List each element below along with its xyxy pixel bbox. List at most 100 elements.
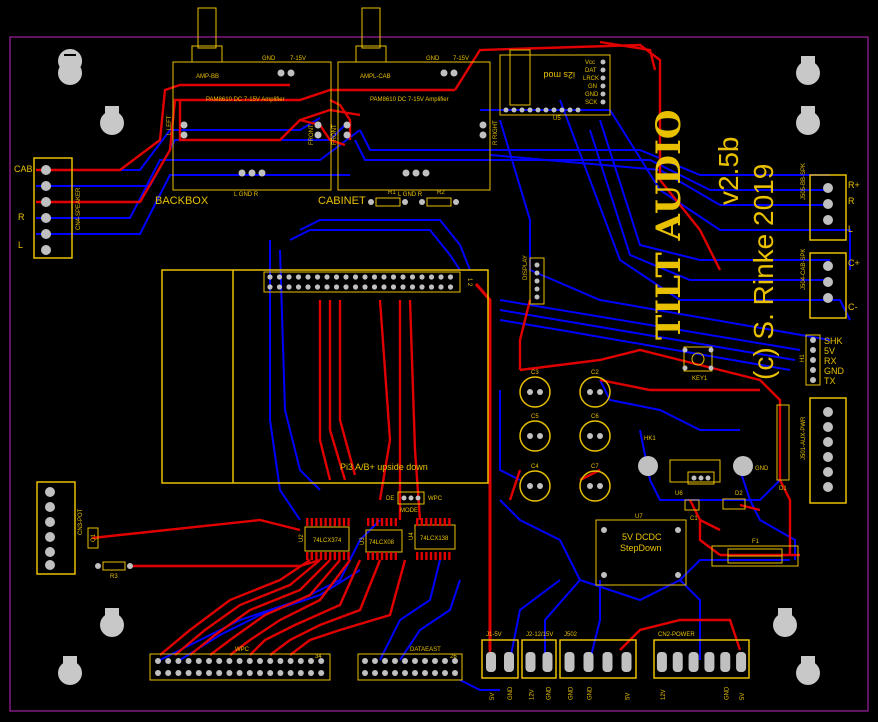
i2s-pin-lrck: LRCK bbox=[583, 76, 599, 82]
power-traces bbox=[474, 283, 492, 650]
i2s-pin-sck: SCK bbox=[585, 100, 597, 106]
u2-name: 74LCX374 bbox=[313, 538, 342, 544]
j1-pin-label: 5V bbox=[490, 693, 496, 700]
amp-cab-module: AMPL-CAB GND 7-15V PAM8610 DC 7-15V Ampl… bbox=[318, 7, 499, 207]
r2-label: R2 bbox=[437, 190, 445, 196]
cab-spk-cminus: C- bbox=[848, 302, 858, 312]
u6-label: U6 bbox=[675, 491, 683, 497]
i2s-title: i2s mod bbox=[543, 70, 575, 80]
mounting-holes bbox=[58, 49, 820, 685]
bb-spk-connector: J505-BB-SPK R+ R L bbox=[801, 163, 860, 241]
amp-bb-front-label: FRONT bbox=[309, 124, 315, 145]
wpc-header: WPC 34 bbox=[149, 647, 331, 681]
bb-spk-r: R bbox=[848, 196, 855, 206]
dcdc-sub: StepDown bbox=[620, 543, 662, 553]
display-label: DISPLAY bbox=[523, 255, 529, 280]
amp-cab-bottom-pins: L GND R bbox=[398, 192, 423, 198]
speaker-cab: CAB bbox=[14, 164, 33, 174]
hk1-label: HK1 bbox=[644, 436, 656, 442]
logo: TILT AUDIO bbox=[649, 109, 689, 340]
u7-label: U7 bbox=[635, 514, 643, 520]
serial-5v: 5V bbox=[824, 346, 835, 356]
i2s-module: i2s mod U5 Vcc DAT LRCK GN GND SCK bbox=[499, 49, 611, 122]
amp-bb-potentiometer bbox=[197, 7, 217, 49]
chip-u3: 74LCX08 U3 bbox=[360, 529, 403, 553]
cn2-pin-label: 5V bbox=[740, 693, 746, 700]
dcdc-module: U7 5V DCDC StepDown bbox=[595, 514, 687, 586]
bb-spk-rplus: R+ bbox=[848, 180, 860, 190]
serial-rx: RX bbox=[824, 356, 837, 366]
pi-title: Pi3 A/B+ upside down bbox=[340, 462, 428, 472]
amp-cab-front-label: FRONT bbox=[332, 124, 338, 145]
gnd-label: GND bbox=[755, 466, 769, 472]
c1-label: C1 bbox=[690, 516, 698, 522]
serial-tx: TX bbox=[824, 376, 836, 386]
serial-gnd: GND bbox=[824, 366, 845, 376]
amp-bb-title: AMP-BB bbox=[196, 74, 219, 80]
wpc-num: 34 bbox=[315, 654, 322, 660]
mode-wpc-label: WPC bbox=[428, 496, 443, 502]
capacitor: C4 bbox=[519, 464, 551, 502]
amp-bb-vin-label: 7-15V bbox=[290, 56, 306, 62]
capacitor: C2 bbox=[579, 370, 611, 408]
amp-cab-subtitle: PAM8610 DC 7-15V Amplifier bbox=[370, 97, 449, 103]
cabinet-label: CABINET bbox=[318, 195, 366, 207]
aux-pwr-title: J501-AUX-PWR bbox=[801, 416, 807, 460]
q1-label: Q1 bbox=[91, 533, 97, 542]
speaker-connector: CN4-SPEAKER CAB R L bbox=[14, 157, 82, 259]
raspberry-pi-footprint: 1 2 Pi3 A/B+ upside down bbox=[161, 269, 489, 484]
j502-pin-label: 5V bbox=[626, 693, 632, 700]
j2-pin-label: GND bbox=[547, 686, 553, 700]
resistor-r1: R1 bbox=[368, 190, 408, 207]
j1-pin-label: GND bbox=[508, 686, 514, 700]
mode-de-label: DE bbox=[386, 496, 394, 502]
bottom-copper-traces bbox=[36, 99, 851, 691]
amp-cab-gnd-label: GND bbox=[426, 56, 440, 62]
capacitor-label: C3 bbox=[531, 370, 539, 376]
i2s-pin-gn: GN bbox=[588, 84, 597, 90]
resistor-r2: R2 bbox=[419, 190, 459, 207]
amp-bb-bottom-pins: L GND R bbox=[234, 192, 259, 198]
board-outline bbox=[9, 36, 869, 712]
capacitor: C3 bbox=[519, 370, 551, 408]
serial-ref: H1 bbox=[800, 354, 806, 362]
j502-title: J502 bbox=[564, 632, 578, 638]
chip-u2: 74LCX374 U2 bbox=[299, 526, 350, 552]
board-branding: TILT AUDIO (c) S. Rinke 2019 v2.5b bbox=[649, 109, 779, 380]
j502-pin-label: GND bbox=[569, 686, 575, 700]
capacitor-label: C2 bbox=[591, 370, 599, 376]
serial-shk: SHK bbox=[824, 336, 843, 346]
d1-label: D1 bbox=[779, 486, 787, 492]
version-text: v2.5b bbox=[713, 137, 744, 206]
top-copper-traces bbox=[36, 40, 800, 660]
r3-label: R3 bbox=[110, 574, 118, 580]
mode-title: MODE bbox=[400, 508, 418, 514]
r1-label: R1 bbox=[388, 190, 396, 196]
capacitor-label: C6 bbox=[591, 414, 599, 420]
amp-cab-right-label: R RIGHT bbox=[493, 120, 499, 145]
mode-header: DE WPC MODE bbox=[386, 491, 443, 514]
backbox-label: BACKBOX bbox=[155, 195, 209, 207]
key1-button: KEY1 bbox=[682, 346, 714, 382]
cn2-pin-label: 12V bbox=[661, 689, 667, 700]
capacitor: C7 bbox=[579, 464, 611, 502]
i2s-pin-vcc: Vcc bbox=[585, 60, 595, 66]
capacitor: C5 bbox=[519, 414, 551, 452]
cab-spk-connector: J504-CAB-SPK C+ C- bbox=[801, 249, 860, 319]
i2s-pin-gnd: GND bbox=[585, 92, 599, 98]
amp-cab-vin-label: 7-15V bbox=[453, 56, 469, 62]
chip-pins bbox=[306, 518, 451, 560]
u4-name: 74LCX138 bbox=[420, 536, 449, 542]
u4-ref: U4 bbox=[409, 532, 415, 540]
wpc-title: WPC bbox=[235, 647, 250, 653]
bb-spk-l: L bbox=[848, 224, 853, 234]
display-connector: DISPLAY bbox=[523, 255, 545, 305]
regulator-area: HK1 U6 D2 C1 GND bbox=[638, 436, 769, 522]
cn2-title: CN2-POWER bbox=[658, 632, 695, 638]
capacitor-label: C5 bbox=[531, 414, 539, 420]
